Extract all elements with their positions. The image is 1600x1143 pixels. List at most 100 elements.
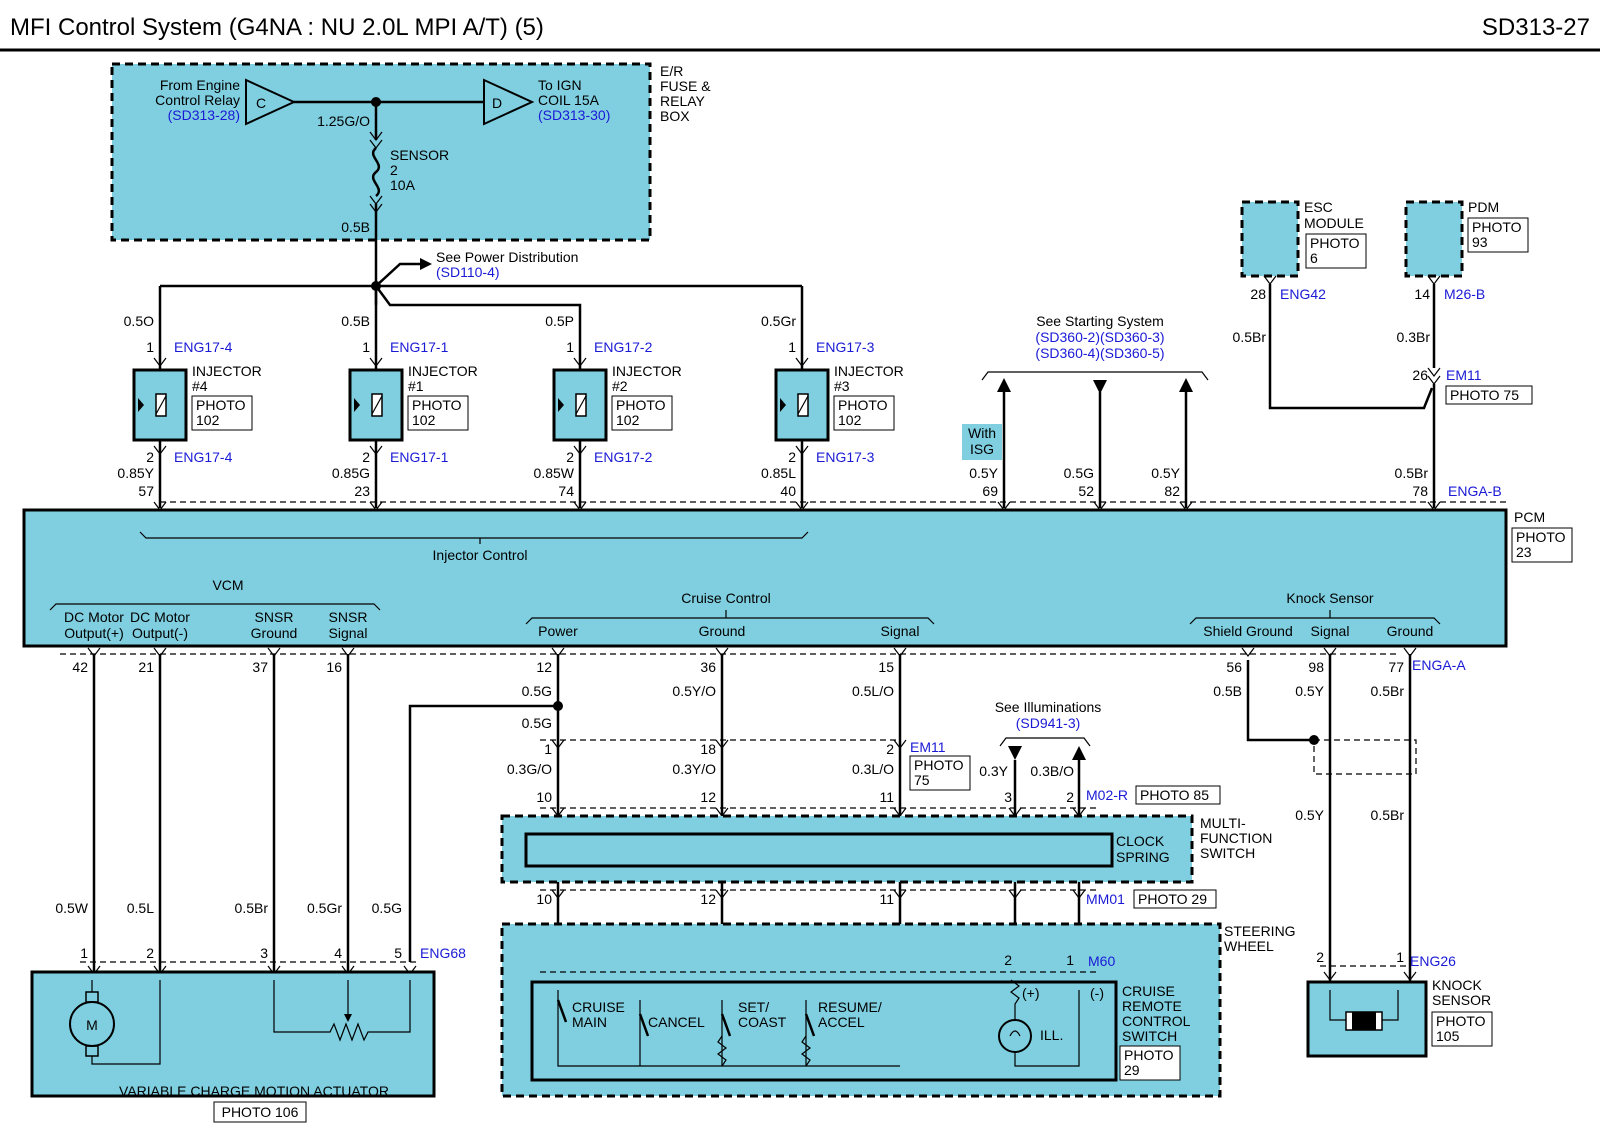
inj-name-3: INJECTOR xyxy=(834,363,904,379)
with-isg-line1: With xyxy=(968,425,996,441)
cruise-mf-pin-2: 11 xyxy=(879,789,894,805)
top-pin-1: 52 xyxy=(1078,483,1094,499)
pcm-name: PCM xyxy=(1514,509,1545,525)
pdm-photo-2: 93 xyxy=(1472,234,1488,250)
clock-spring-box xyxy=(524,832,1114,868)
injector-valve-icon-1 xyxy=(354,398,360,412)
knock-ks-connector-1 xyxy=(1323,971,1337,981)
injector-valve-icon-0 xyxy=(138,398,144,412)
illum-pin-2: 2 xyxy=(1066,789,1074,805)
m02r-photo: PHOTO 85 xyxy=(1140,787,1209,803)
wire-label-0-5b-out: 0.5B xyxy=(341,219,370,235)
vcm-label-1-1: Output(-) xyxy=(132,625,188,641)
ill-bulb-filament xyxy=(1009,1030,1021,1037)
inj-num-2: #2 xyxy=(612,378,628,394)
inj-pin-in-0: 1 xyxy=(146,339,154,355)
injector-valve-icon-3 xyxy=(780,398,786,412)
vcm-label-2-1: Ground xyxy=(251,625,298,641)
injector-feed-bus-b xyxy=(374,285,582,340)
crs-photo-box[interactable] xyxy=(1119,1045,1181,1081)
knock-ks-pin-2: 1 xyxy=(1396,949,1404,965)
pcm-photo-box[interactable] xyxy=(1511,527,1573,563)
inj-photo-2-1: 102 xyxy=(412,412,436,428)
injector-coil-diag-3 xyxy=(797,395,809,415)
top-wire-label-1: 0.5G xyxy=(1064,465,1094,481)
em11-photo-1: PHOTO xyxy=(914,757,964,773)
em11-photo-box[interactable] xyxy=(909,755,971,791)
inj-conn-out-2: ENG17-2 xyxy=(594,449,653,465)
cruise-wire-label-0: 0.5G xyxy=(522,683,552,699)
inj-photo-box-1[interactable] xyxy=(407,395,469,431)
to-ign-line2: COIL 15A xyxy=(538,92,600,108)
illum-bracket xyxy=(999,737,1091,747)
vcm-act-pin-1: 2 xyxy=(146,945,154,961)
inj-photo-box-0[interactable] xyxy=(191,395,253,431)
fuse-label-3: 10A xyxy=(390,177,416,193)
actuator-photo-box[interactable] xyxy=(213,1101,307,1123)
crs-resistors xyxy=(717,1035,811,1067)
connector-d: D xyxy=(492,95,502,111)
knock-label-2: Ground xyxy=(1387,623,1434,639)
knock-photo-box[interactable] xyxy=(1431,1011,1493,1047)
inj-conn-in-0: ENG17-4 xyxy=(174,339,233,355)
power-distribution-ref: (SD110-4) xyxy=(436,264,500,280)
inj-wire-in-2: 0.5P xyxy=(545,313,574,329)
vcm-title: VCM xyxy=(212,577,243,593)
esc-photo-2: 6 xyxy=(1310,250,1318,266)
knock-wire-label-1: 0.5Y xyxy=(1295,683,1324,699)
vcm-pin-3: 16 xyxy=(326,659,342,675)
cruise-title: Cruise Control xyxy=(681,590,770,606)
inj-conn-out-0: ENG17-4 xyxy=(174,449,233,465)
cruise-pin-2: 15 xyxy=(878,659,894,675)
esc-photo-box[interactable] xyxy=(1305,233,1367,269)
cruise-pin-0: 12 xyxy=(536,659,552,675)
crs-sw1-line2: MAIN xyxy=(572,1014,607,1030)
mf-label-1: MULTI- xyxy=(1200,815,1246,831)
cruise-wire-label-1: 0.5Y/O xyxy=(672,683,716,699)
pdm-em-photo-box[interactable] xyxy=(1445,385,1533,405)
crs-sw4-line2: ACCEL xyxy=(818,1014,865,1030)
with-isg-line2: ISG xyxy=(970,441,994,457)
inj-photo-box-3[interactable] xyxy=(833,395,895,431)
illum-arrow-in xyxy=(1008,746,1022,760)
mm01-photo-box[interactable] xyxy=(1133,889,1217,909)
cruise-mf-pin-1: 12 xyxy=(700,789,716,805)
cruise-pin-1: 36 xyxy=(700,659,716,675)
inj-pcm-pin-3: 40 xyxy=(780,483,796,499)
inj-conn-out-1: ENG17-1 xyxy=(390,449,449,465)
esc-photo-1: PHOTO xyxy=(1310,235,1360,251)
em11-connector-pdm xyxy=(1427,367,1441,385)
vcm-wire-label-0: 0.5W xyxy=(55,900,88,916)
steering-label-1: STEERING xyxy=(1224,923,1296,939)
m02r-conn: M02-R xyxy=(1086,787,1128,803)
inj-photo-1-0: PHOTO xyxy=(196,397,246,413)
inj-photo-box-2[interactable] xyxy=(611,395,673,431)
m02r-photo-box[interactable] xyxy=(1135,785,1221,805)
pcm-photo-2: 23 xyxy=(1516,544,1532,560)
start-arrow-out-0 xyxy=(997,378,1011,392)
cruise-bracket xyxy=(525,617,935,625)
pcm-box xyxy=(22,508,1508,648)
eng26-conn: ENG26 xyxy=(1410,953,1456,969)
from-relay-ref: (SD313-28) xyxy=(168,107,240,123)
top-pin-2: 82 xyxy=(1164,483,1180,499)
knock-photo-2: 105 xyxy=(1436,1028,1460,1044)
inj-wire-in-1: 0.5B xyxy=(341,313,370,329)
starting-text: See Starting System xyxy=(1036,313,1164,329)
start-arrow-in-1 xyxy=(1093,380,1107,394)
pdm-box xyxy=(1404,200,1464,278)
illum-pin-1: 3 xyxy=(1004,789,1012,805)
cruise-splice-wire: 0.5G xyxy=(522,715,552,731)
cruise-em-wire-2: 0.3L/O xyxy=(852,761,894,777)
esc-label-1: ESC xyxy=(1304,199,1333,215)
inj-pcm-pin-0: 57 xyxy=(138,483,154,499)
cruise-em-connector-0 xyxy=(551,739,565,749)
crs-sw3-line1: SET/ xyxy=(738,999,769,1015)
fusebox-label-1: E/R xyxy=(660,63,683,79)
from-relay-line2: Control Relay xyxy=(155,92,240,108)
pdm-photo-box[interactable] xyxy=(1467,217,1529,253)
steering-label-2: WHEEL xyxy=(1224,938,1274,954)
